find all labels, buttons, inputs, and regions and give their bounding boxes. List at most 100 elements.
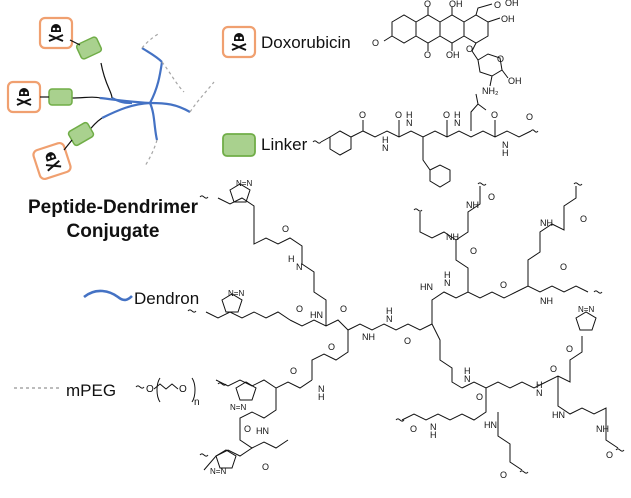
doxorubicin-heteroatoms: O OH O OH O OH OH O O NH₂ OH O [372,0,522,96]
svg-text:O: O [328,342,335,352]
svg-text:NH: NH [362,332,375,342]
svg-text:HN: HN [484,420,497,430]
legend-mpeg-label: mPEG [66,381,117,400]
svg-text:O: O [290,366,297,376]
svg-text:O: O [340,304,347,314]
svg-text:H: H [454,110,461,120]
svg-text:OH: OH [449,0,463,9]
svg-text:O: O [566,344,573,354]
linker-structure [312,93,539,188]
svg-text:O: O [500,470,507,480]
svg-text:H: H [382,135,389,145]
svg-text:O: O [404,336,411,346]
dendron-branches [99,47,191,141]
svg-text:H: H [288,254,295,264]
legend-linker-symbol [222,133,256,157]
svg-text:N=N: N=N [578,305,594,314]
svg-text:O: O [488,192,495,202]
svg-text:O: O [470,246,477,256]
conjugate-schematic [6,16,215,181]
svg-text:H: H [318,392,325,402]
svg-text:O: O [526,112,533,122]
svg-text:N=N: N=N [210,467,226,476]
svg-text:O: O [560,262,567,272]
svg-text:NH: NH [596,424,609,434]
svg-text:HN: HN [310,310,323,320]
svg-text:N=N: N=N [230,403,246,412]
linker-block-2 [48,88,73,106]
svg-text:HN: HN [256,426,269,436]
legend-dendron-symbol [83,289,133,302]
svg-text:O: O [550,364,557,374]
svg-text:N: N [406,118,413,128]
svg-text:NH: NH [466,200,479,210]
svg-text:HN: HN [552,410,565,420]
svg-text:HN: HN [420,282,433,292]
linker-block-1 [75,36,103,60]
svg-text:O: O [466,44,473,54]
svg-text:N=N: N=N [228,289,244,298]
svg-text:O: O [372,38,379,48]
svg-text:N: N [318,384,325,394]
svg-text:H: H [406,110,413,120]
figure-title-line1: Peptide-Dendrimer [28,197,198,218]
svg-text:N: N [430,422,437,432]
mpeg-chains [141,33,215,167]
svg-text:NH: NH [540,218,553,228]
svg-text:O: O [359,110,366,120]
svg-text:N: N [502,140,509,150]
mpeg-formula: O O n [135,377,200,408]
svg-text:O: O [494,0,501,10]
svg-text:H: H [502,148,509,158]
svg-text:OH: OH [508,76,522,86]
svg-text:N: N [444,278,451,288]
drug-unit-3 [32,121,95,181]
svg-text:NH: NH [540,296,553,306]
doxorubicin-structure [383,3,509,87]
svg-text:N: N [382,143,389,153]
svg-text:O: O [491,110,498,120]
svg-text:NH: NH [446,232,459,242]
svg-text:OH: OH [501,14,515,24]
svg-text:O: O [606,450,613,460]
svg-text:O: O [424,50,431,60]
drug-unit-2 [6,80,73,114]
svg-text:O: O [262,462,269,472]
svg-text:O: O [424,0,431,9]
svg-text:O: O [282,224,289,234]
svg-text:N=N: N=N [236,179,252,188]
svg-text:H: H [536,380,543,390]
svg-text:O: O [296,304,303,314]
figure-title: Peptide-Dendrimer Conjugate [8,196,218,244]
svg-text:OH: OH [505,0,519,8]
drug-unit-1 [38,16,103,60]
svg-text:N: N [296,262,303,272]
linker-block-3 [67,121,95,147]
legend-doxorubicin-symbol [221,25,257,59]
legend-dendron-label: Dendron [134,289,200,308]
legend-linker-label: Linker [261,135,308,154]
svg-text:O: O [179,384,187,395]
legend-doxorubicin-label: Doxorubicin [261,33,351,52]
mpeg-subscript: n [194,397,200,408]
svg-text:O: O [500,280,507,290]
dendron-structure [187,182,625,474]
svg-text:H: H [430,430,437,440]
figure-title-line2: Conjugate [66,221,160,242]
svg-text:H: H [386,306,393,316]
svg-text:OH: OH [446,50,460,60]
svg-text:O: O [580,214,587,224]
svg-text:O: O [244,424,251,434]
svg-text:NH₂: NH₂ [482,86,499,96]
svg-text:O: O [146,384,154,395]
triazole-rings [215,183,597,469]
svg-text:O: O [443,110,450,120]
dendron-heteroatoms: N H NH O O O HN H N O O N H O HN O O N H… [210,179,613,480]
svg-text:O: O [395,110,402,120]
svg-text:N: N [454,118,461,128]
svg-text:N: N [536,388,543,398]
linker-heteroatoms: O H N O N H O N H O N H O [359,110,533,158]
svg-text:O: O [476,392,483,402]
svg-text:N: N [386,314,393,324]
